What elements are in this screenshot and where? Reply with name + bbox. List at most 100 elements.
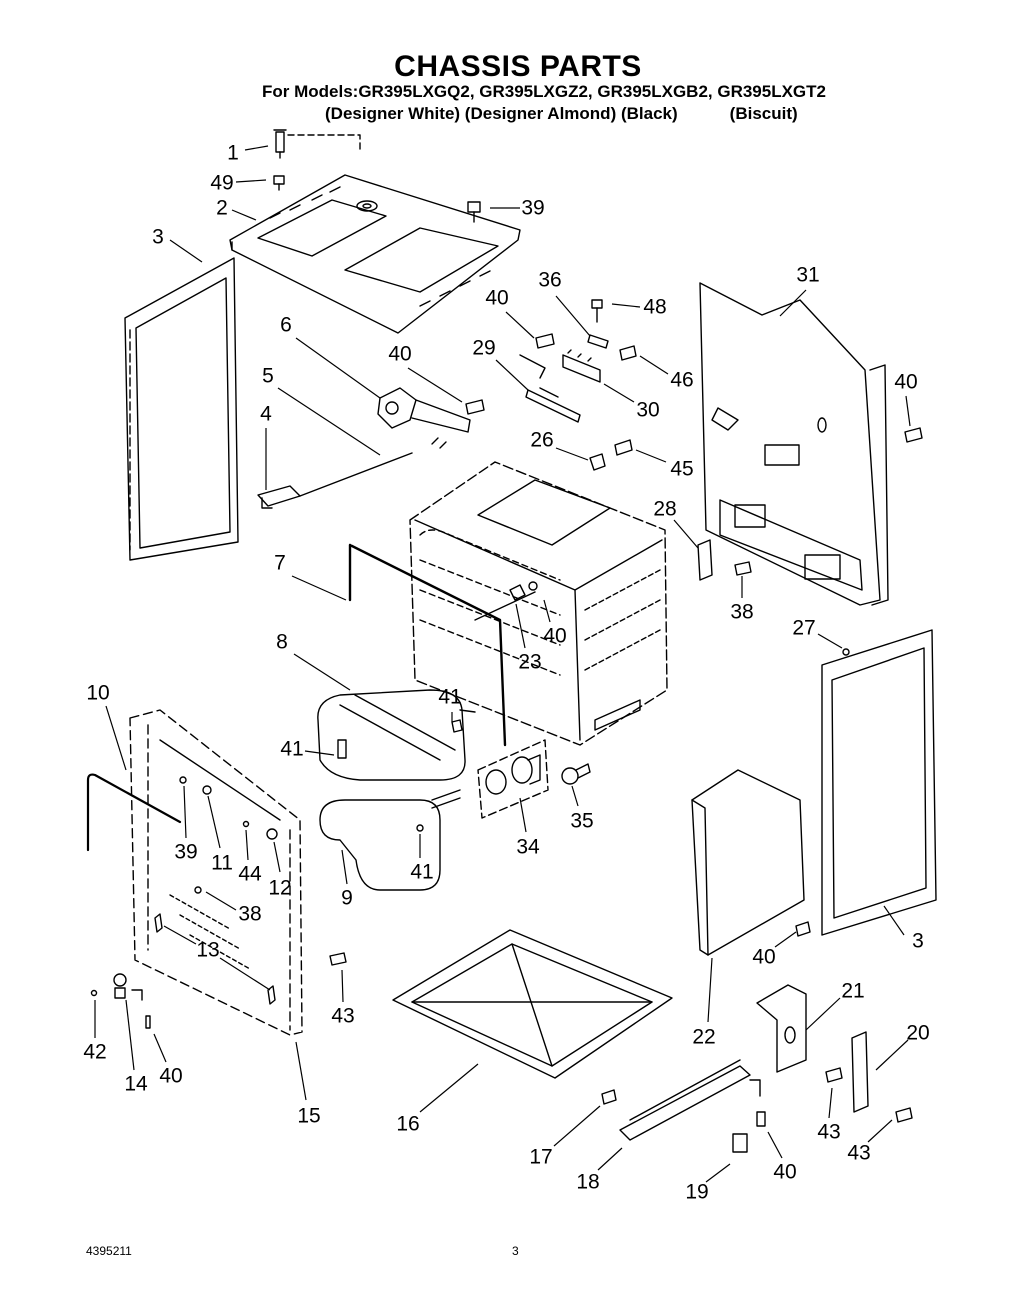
part-43-screw [329,952,347,966]
color-black: (Black) [620,104,678,123]
callout-part-22: 22 [692,1025,716,1049]
part-30-terminal-block [562,349,601,383]
callout-part-41: 41 [280,737,304,761]
part-44-screw [242,820,250,828]
part-28-bracket [697,539,713,581]
part-40-screw [904,427,923,443]
color-designer-almond: (Designer Almond) [464,104,617,123]
part-48-screw [591,299,603,323]
callout-part-31: 31 [796,263,820,287]
callout-part-8: 8 [276,630,288,654]
part-14-leveler [113,973,143,1001]
callout-part-42: 42 [83,1040,107,1064]
callout-part-28: 28 [653,497,677,521]
part-38-screw [734,561,752,576]
callout-part-39: 39 [521,196,545,220]
color-biscuit: (Biscuit) [729,104,798,123]
callout-part-23: 23 [518,650,542,674]
callout-part-3: 3 [912,929,924,953]
callout-part-30: 30 [636,398,660,422]
part-21-bracket [756,984,807,1073]
callout-part-20: 20 [906,1021,930,1045]
page-title: CHASSIS PARTS [394,50,642,83]
oven-cavity [409,461,668,746]
callout-part-43: 43 [817,1120,841,1144]
part-40-screw [756,1111,766,1127]
part-40-screw [145,1015,151,1029]
part-8-broil-element [317,689,476,781]
part-15-front-frame [129,709,303,1036]
callout-part-13: 13 [196,938,220,962]
callout-part-4: 4 [260,402,272,426]
callout-part-46: 46 [670,368,694,392]
callout-part-10: 10 [86,681,110,705]
callout-part-7: 7 [274,551,286,575]
part-13-clip [154,913,276,1005]
callout-part-38: 38 [730,600,754,624]
part-11-plug [202,785,212,795]
callout-part-21: 21 [841,979,865,1003]
callout-part-40: 40 [485,286,509,310]
callout-part-40: 40 [752,945,776,969]
callout-part-6: 6 [280,313,292,337]
part-31-back-panel [699,282,889,606]
part-16-broiler-pan [392,929,673,1079]
callout-part-39: 39 [174,840,198,864]
callout-part-5: 5 [262,364,274,388]
callout-part-49: 49 [210,171,234,195]
callout-part-44: 44 [238,862,262,886]
callout-part-40: 40 [894,370,918,394]
part-17-clip [601,1089,617,1105]
part-45-screw [614,439,633,456]
part-35-bulb [561,763,591,785]
part-3-side-panel-right [821,629,937,936]
part-39-screw [179,776,187,784]
callout-part-16: 16 [396,1112,420,1136]
callout-part-40: 40 [773,1160,797,1184]
part-5-wire [299,452,413,497]
part-46-screw [619,345,637,361]
part-12-bulb-socket [266,828,278,840]
part-39-screw [467,201,481,223]
callout-part-14: 14 [124,1072,148,1096]
callout-part-27: 27 [792,616,816,640]
part-36-clip [587,334,609,349]
part-34-burner-cap [477,739,549,819]
callout-part-48: 48 [643,295,667,319]
callout-part-40: 40 [543,624,567,648]
callout-part-40: 40 [159,1064,183,1088]
part-9-bake-element [319,789,461,891]
part-10-wire [86,773,182,852]
models-line: For Models:GR395LXGQ2, GR395LXGZ2, GR395… [262,82,826,101]
part-2-maintop [229,174,521,334]
document-number: 4395211 [86,1244,132,1258]
callout-part-29: 29 [472,336,496,360]
part-1-pin [273,129,287,159]
part-43-screw [895,1107,913,1123]
callout-part-36: 36 [538,268,562,292]
callout-part-38: 38 [238,902,262,926]
part-41-screw [337,739,347,759]
callout-part-40: 40 [388,342,412,366]
part-40-screw [535,333,555,349]
part-22-toe-panel [691,769,805,956]
callout-part-18: 18 [576,1170,600,1194]
part-41-screw [451,719,463,733]
callout-part-45: 45 [670,457,694,481]
part-3-side-panel-left [124,257,239,561]
part-19-leg [732,1133,748,1153]
part-38-screw [194,886,202,894]
part-41-screw [416,824,424,832]
part-49-screw [273,175,285,191]
color-line: (Designer White) (Designer Almond) (Blac… [325,104,798,124]
part-4-bracket [257,485,301,509]
callout-part-41: 41 [438,685,462,709]
callout-part-1: 1 [227,141,239,165]
part-26-clip [589,453,606,471]
part-6-thermostat [377,387,471,449]
callout-part-2: 2 [216,196,228,220]
callout-part-9: 9 [341,886,353,910]
callout-part-12: 12 [268,876,292,900]
part-7-sensor-wire [348,543,507,747]
